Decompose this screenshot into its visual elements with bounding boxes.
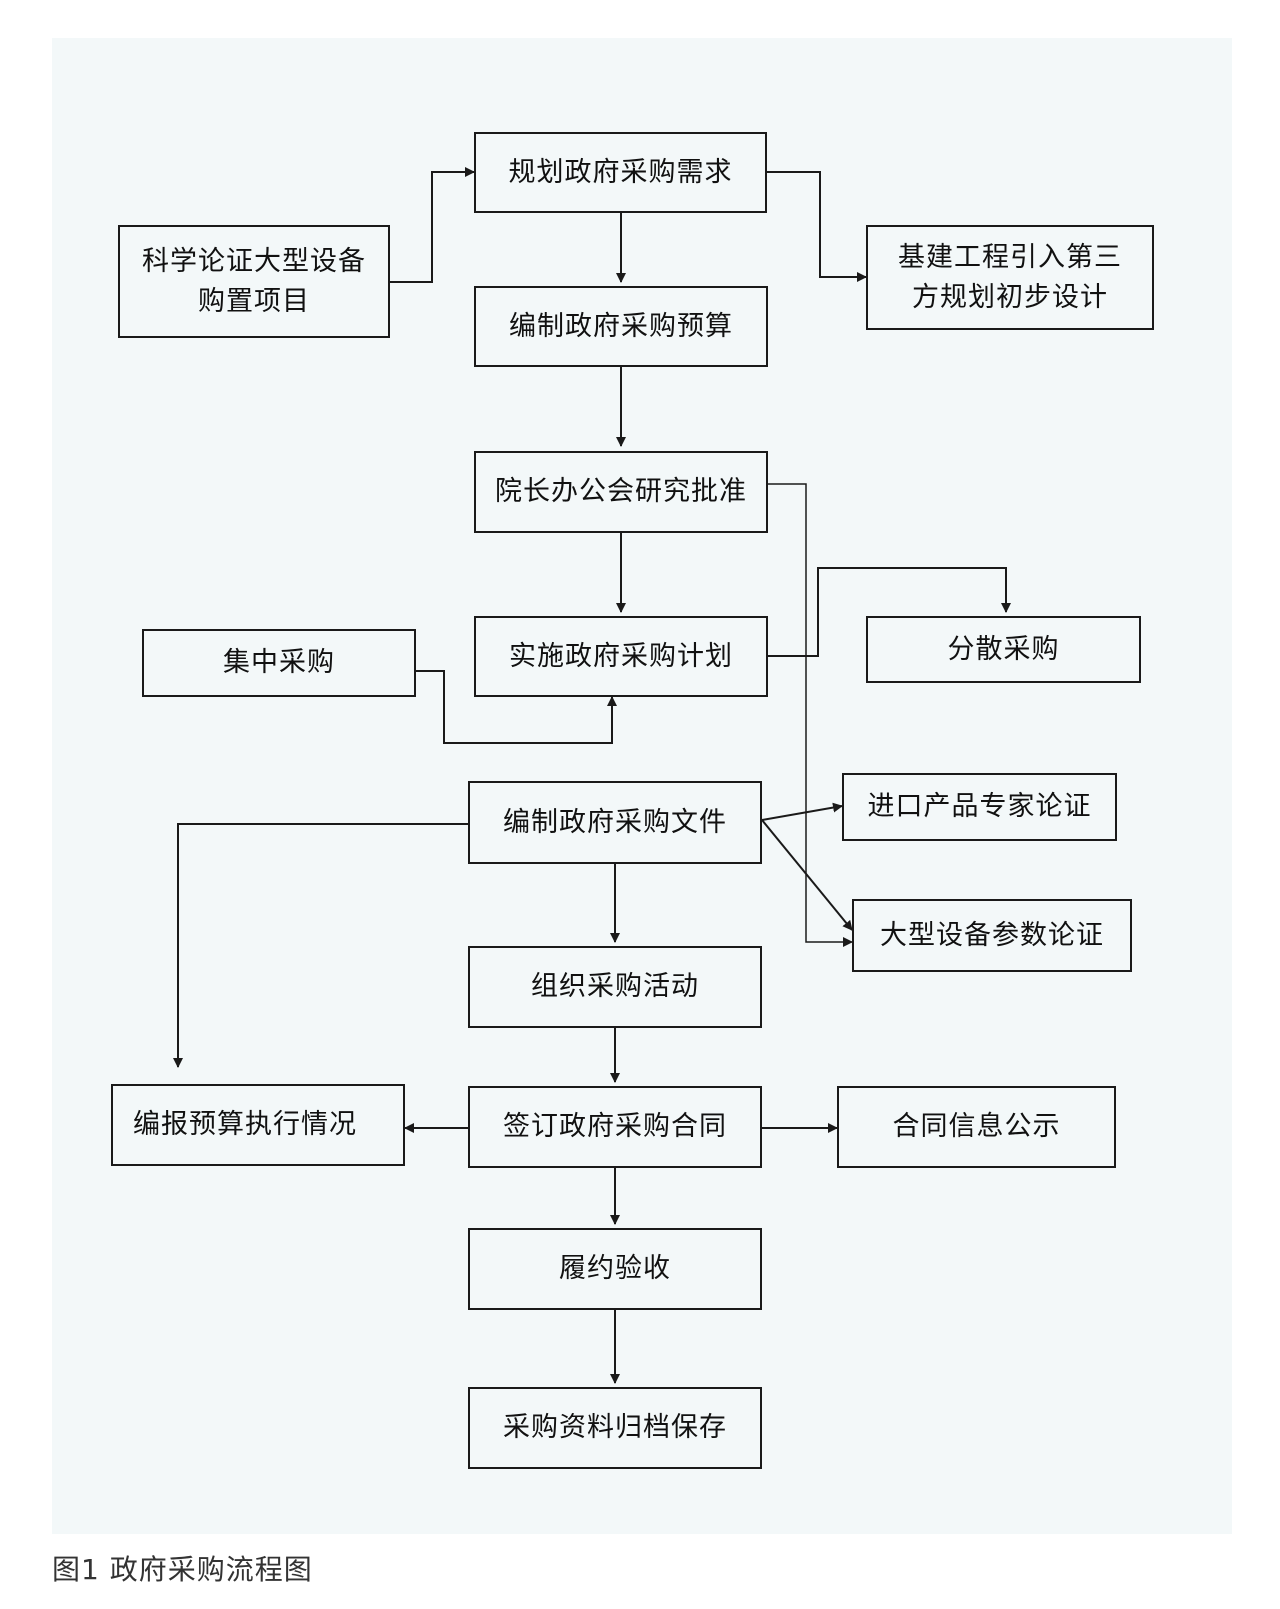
node-contract: 签订政府采购合同 — [468, 1086, 762, 1168]
node-sci-demo-line2: 购置项目 — [198, 285, 310, 317]
edge-approval-to-param — [767, 483, 853, 947]
node-infra: 基建工程引入第三 方规划初步设计 — [866, 225, 1154, 330]
edge-docs-to-import — [761, 802, 843, 821]
node-infra-line1: 基建工程引入第三 — [898, 241, 1122, 273]
edge-docs-to-param — [761, 819, 853, 931]
edge-centralized-to-implement — [416, 670, 617, 744]
node-approval: 院长办公会研究批准 — [474, 451, 768, 533]
node-plan-needs: 规划政府采购需求 — [474, 132, 767, 213]
node-infra-line2: 方规划初步设计 — [912, 281, 1108, 313]
node-implement: 实施政府采购计划 — [474, 616, 768, 697]
node-archive: 采购资料归档保存 — [468, 1387, 762, 1469]
node-publicity: 合同信息公示 — [837, 1086, 1116, 1168]
edge-docs-to-report — [173, 823, 468, 1068]
node-acceptance: 履约验收 — [468, 1228, 762, 1310]
node-centralized: 集中采购 — [142, 629, 416, 697]
node-param-demo: 大型设备参数论证 — [852, 899, 1132, 972]
figure-caption: 图1 政府采购流程图 — [52, 1553, 313, 1586]
edge-sci-to-plan — [390, 167, 475, 283]
node-import-demo: 进口产品专家论证 — [842, 773, 1117, 841]
node-sci-demo-line1: 科学论证大型设备 — [142, 245, 366, 277]
node-decentralized: 分散采购 — [866, 616, 1141, 683]
node-docs: 编制政府采购文件 — [468, 781, 762, 864]
node-report: 编报预算执行情况 — [111, 1084, 405, 1166]
edge-implement-to-decentralized — [767, 567, 1011, 657]
node-budget: 编制政府采购预算 — [474, 286, 768, 367]
edge-plan-to-infra — [767, 171, 867, 282]
node-sci-demo: 科学论证大型设备 购置项目 — [118, 225, 390, 338]
node-organize: 组织采购活动 — [468, 946, 762, 1028]
